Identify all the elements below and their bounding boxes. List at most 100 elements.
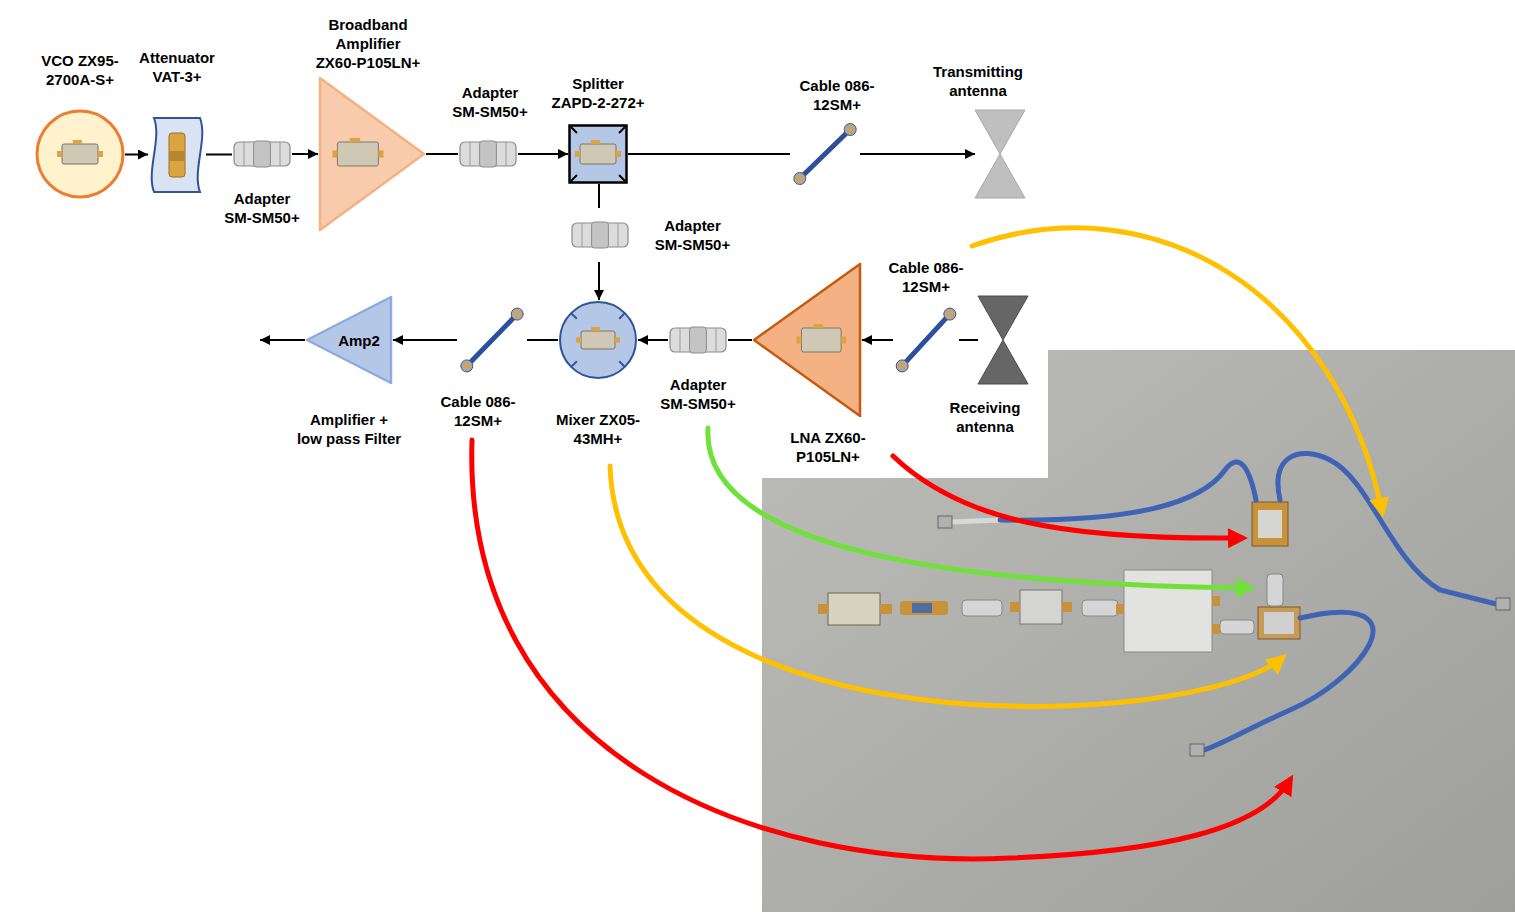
component-label: Adapter SM-SM50+ bbox=[654, 216, 731, 254]
component-node: Splitter ZAPD-2-272+ bbox=[568, 124, 628, 184]
component-icon-part bbox=[37, 111, 123, 197]
component-icon-part bbox=[169, 151, 185, 161]
component-node: Cable 086-12SM+ bbox=[790, 120, 860, 188]
photo-parts-part bbox=[1212, 596, 1220, 606]
component-node: Adapter SM-SM50+ bbox=[458, 131, 518, 177]
component-icon-part bbox=[571, 313, 577, 319]
component-icon-part bbox=[944, 308, 956, 320]
component-label: Splitter ZAPD-2-272+ bbox=[551, 74, 645, 112]
component-icon-part bbox=[616, 151, 621, 157]
component-icon-part bbox=[575, 151, 580, 157]
component-icon-part bbox=[320, 78, 424, 230]
component-icon-part bbox=[571, 175, 577, 181]
component-icon-part bbox=[592, 222, 609, 248]
component-icon-part bbox=[98, 151, 103, 157]
component-node: Transmitting antenna bbox=[975, 110, 1025, 198]
signal-connector bbox=[628, 153, 790, 155]
photo-parts-part bbox=[962, 600, 1002, 616]
component-icon-part bbox=[580, 144, 616, 164]
component-node: Cable 086-12SM+ bbox=[893, 304, 959, 376]
signal-connector bbox=[206, 154, 232, 156]
component-icon bbox=[893, 304, 959, 376]
component-icon-part bbox=[332, 150, 337, 157]
component-label: Transmitting antenna bbox=[932, 62, 1024, 100]
component-icon bbox=[232, 131, 292, 177]
component-icon-part bbox=[254, 141, 271, 167]
component-icon bbox=[457, 304, 527, 376]
component-icon-part bbox=[975, 110, 1025, 154]
component-icon-part bbox=[716, 328, 717, 352]
photo-parts-part bbox=[1267, 574, 1283, 606]
callout-arrow bbox=[472, 440, 1290, 859]
component-node: Amp2Amplifier + low pass Filter bbox=[305, 295, 393, 385]
component-icon-part bbox=[62, 144, 98, 164]
component-icon-part bbox=[515, 312, 520, 317]
component-icon-part bbox=[813, 324, 823, 328]
photo-parts-part bbox=[1252, 502, 1288, 546]
photo-cables-part bbox=[1000, 462, 1256, 520]
component-label: Mixer ZX05-43MH+ bbox=[552, 410, 643, 448]
callout-arrow bbox=[972, 228, 1382, 512]
component-icon-part bbox=[307, 297, 391, 383]
photo-parts-part bbox=[1062, 602, 1072, 612]
component-node: Receiving antenna bbox=[978, 296, 1028, 384]
photo-parts-part bbox=[912, 603, 932, 613]
signal-connector bbox=[598, 184, 600, 208]
component-icon-part bbox=[978, 296, 1028, 340]
component-icon-part bbox=[615, 337, 620, 342]
component-label: Adapter SM-SM50+ bbox=[452, 83, 529, 121]
component-icon-part bbox=[73, 140, 82, 144]
component-icon bbox=[35, 109, 125, 199]
component-icon-part bbox=[461, 360, 473, 372]
component-icon-part bbox=[280, 142, 281, 166]
component-label: Receiving antenna bbox=[949, 398, 1021, 436]
component-icon-part bbox=[591, 327, 600, 331]
photo-parts bbox=[818, 502, 1300, 652]
signal-connector bbox=[426, 153, 458, 155]
component-icon-part bbox=[797, 336, 802, 343]
component-icon bbox=[318, 76, 426, 232]
component-icon-part bbox=[576, 337, 581, 342]
component-icon-part bbox=[619, 127, 625, 133]
component-node: Cable 086-12SM+ bbox=[457, 304, 527, 376]
photo-parts-part bbox=[1212, 624, 1220, 634]
callout-arrow bbox=[893, 456, 1242, 538]
component-icon-part bbox=[619, 175, 625, 181]
component-node: Mixer ZX05-43MH+ bbox=[558, 300, 638, 380]
component-icon-part bbox=[680, 328, 681, 352]
component-label: Adapter SM-SM50+ bbox=[660, 375, 737, 413]
component-icon-part bbox=[670, 328, 726, 352]
component-icon bbox=[752, 262, 862, 418]
signal-connector bbox=[393, 339, 457, 341]
signal-connector bbox=[527, 339, 558, 341]
component-icon bbox=[458, 131, 518, 177]
component-icon-part bbox=[619, 313, 625, 319]
component-icon-part bbox=[800, 130, 850, 179]
photo-parts-part bbox=[1258, 510, 1282, 538]
photo-parts-part bbox=[1124, 570, 1212, 652]
component-node: Attenuator VAT-3+ bbox=[148, 116, 206, 194]
component-icon-part bbox=[902, 314, 950, 366]
component-icon-part bbox=[560, 302, 636, 378]
component-icon bbox=[570, 208, 630, 262]
component-icon-part bbox=[470, 142, 471, 166]
signal-connector bbox=[638, 339, 668, 341]
component-icon bbox=[558, 300, 638, 380]
photo-parts-part bbox=[1220, 620, 1254, 634]
component-icon-part bbox=[467, 314, 517, 366]
output-arrow bbox=[260, 339, 305, 341]
component-icon bbox=[668, 317, 728, 363]
photo-parts-part bbox=[1264, 612, 1294, 634]
signal-connector bbox=[862, 339, 893, 341]
component-node: Adapter SM-SM50+ bbox=[232, 131, 292, 177]
photo-cables-part bbox=[1190, 744, 1204, 756]
component-node: VCO ZX95-2700A-S+ bbox=[35, 109, 125, 199]
signal-connector bbox=[959, 339, 978, 341]
component-icon-part bbox=[506, 142, 507, 166]
component-icon-part bbox=[350, 138, 360, 142]
component-label: Cable 086-12SM+ bbox=[438, 392, 517, 430]
component-icon bbox=[568, 124, 628, 184]
component-icon-part bbox=[571, 127, 577, 133]
component-icon-part bbox=[57, 151, 62, 157]
